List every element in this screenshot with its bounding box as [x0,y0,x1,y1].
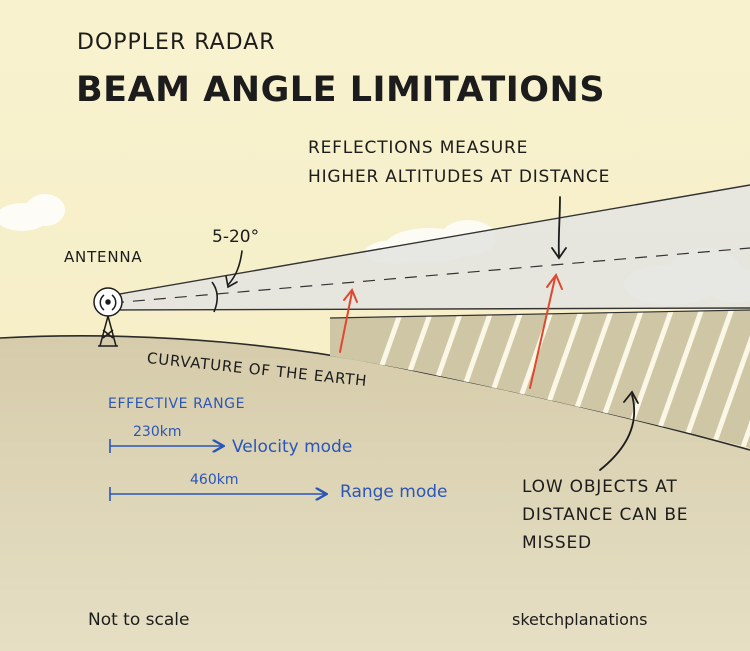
scale-note: Not to scale [88,610,190,630]
range-mode-arrow [109,487,325,501]
earth-ground [0,335,750,651]
missed-note-line1: LOW OBJECTS AT [522,477,678,497]
velocity-range-arrow [109,439,222,453]
range-mode-label: Range mode [340,482,448,502]
beam-centerline [111,247,750,304]
angle-arc [211,281,218,313]
altitude-arrow-near [339,288,358,353]
missed-note-line3: MISSED [522,533,592,553]
reflection-pointer-arrow [551,196,567,260]
cloud-left [0,194,65,231]
angle-pointer-arrow [225,250,243,289]
effective-range-heading: EFFECTIVE RANGE [108,396,246,412]
range-distance: 460km [190,472,239,488]
radar-beam [108,185,750,310]
reflection-note-line1: REFLECTIONS MEASURE [308,138,529,158]
antenna-label: ANTENNA [64,248,143,266]
velocity-distance: 230km [133,424,182,440]
altitude-arrow-far [529,273,563,389]
missed-note-line2: DISTANCE CAN BE [522,505,689,525]
missed-zone-top-edge [329,309,750,319]
angle-label: 5-20° [212,227,260,247]
antenna-tower-icon [93,287,123,347]
page-title: BEAM ANGLE LIMITATIONS [76,70,606,110]
reflection-note-line2: HIGHER ALTITUDES AT DISTANCE [308,167,611,187]
beam-upper-edge [107,184,750,297]
credit-logo: sketchplanations [512,610,648,629]
velocity-mode-label: Velocity mode [232,437,353,457]
missed-pointer-arrow [599,390,639,471]
title-top: DOPPLER RADAR [77,30,276,55]
